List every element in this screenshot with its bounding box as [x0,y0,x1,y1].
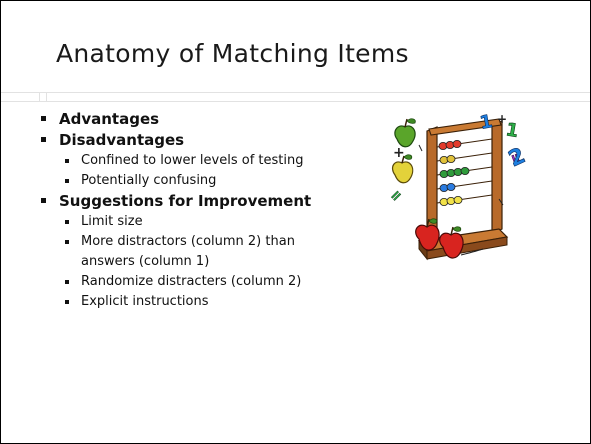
sub-bullet-text: Potentially confusing [81,173,217,188]
yellow-apple-icon [391,154,414,184]
bullet-list: Advantages Disadvantages Confined to low… [39,109,379,312]
bullet-advantages: Advantages [39,109,379,130]
sub-bullet-square-icon [65,179,69,183]
digit-glyph: 2 [505,143,529,172]
sub-bullet-text: Limit size [81,214,143,229]
sub-bullet-square-icon [65,280,69,284]
sub-bullet-square-icon [65,240,69,244]
bullet-label: Disadvantages [59,131,185,149]
bullet-suggestions: Suggestions for Improvement [39,191,379,212]
sub-bullet-square-icon [65,220,69,224]
sub-bullet-text: answers (column 1) [81,254,210,269]
red-apple-icon [439,226,484,259]
sub-bullet-text: Randomize distracters (column 2) [81,274,302,289]
red-apple-icon [415,218,440,251]
sub-bullet: Explicit instructions [39,292,379,312]
bullet-square-icon [41,137,46,142]
abacus-beads [438,139,470,207]
bullet-square-icon [41,116,46,121]
divider-tick [39,92,40,102]
sub-bullet: Randomize distracters (column 2) [39,272,379,292]
plus-glyph: + [393,145,405,161]
math-glyphs: 1 + 1 = 2 + = [389,111,529,206]
slide-title: Anatomy of Matching Items [56,39,409,68]
bullet-square-icon [41,198,46,203]
digit-glyph: 1 [478,111,494,134]
digit-glyph: 1 [504,119,520,142]
abacus-apples-icon: 1 + 1 = 2 + = [389,111,529,261]
sub-bullet-text: Explicit instructions [81,294,209,309]
title-divider-bottom [1,101,590,102]
equals-glyph: = [389,186,406,206]
sub-bullet: Potentially confusing [39,171,379,191]
sub-bullet-square-icon [65,300,69,304]
title-divider-top [1,92,590,93]
bullet-label: Suggestions for Improvement [59,192,312,210]
bullet-label: Advantages [59,110,160,128]
sub-bullet-continuation: answers (column 1) [39,252,379,272]
sub-bullet: Limit size [39,212,379,232]
equals-glyph: = [505,150,527,169]
divider-tick [46,92,47,102]
green-apple-icon [394,118,416,148]
sub-bullet: More distractors (column 2) than [39,232,379,252]
sub-bullet: Confined to lower levels of testing [39,151,379,171]
sub-bullet-text: More distractors (column 2) than [81,234,295,249]
sub-bullet-text: Confined to lower levels of testing [81,153,304,168]
sketch-marks [418,144,504,206]
sub-bullet-square-icon [65,159,69,163]
bullet-disadvantages: Disadvantages [39,130,379,151]
plus-glyph: + [497,112,507,126]
